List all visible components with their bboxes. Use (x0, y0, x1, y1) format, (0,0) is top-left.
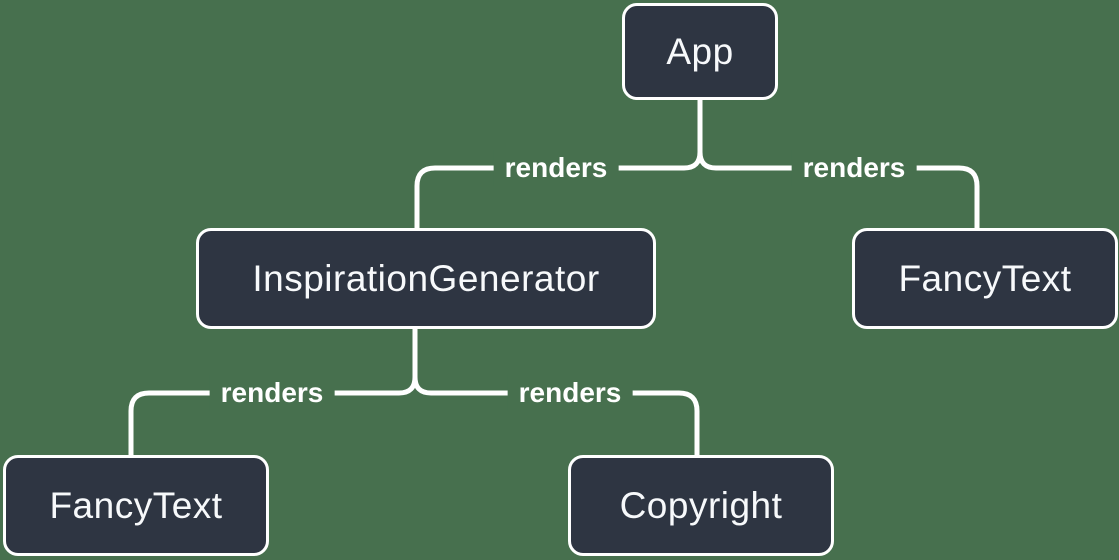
node-app: App (622, 3, 778, 100)
edge-label-app-renders-inspiration-generator: renders (493, 150, 619, 186)
edge-label-inspiration-generator-renders-fancy-text: renders (209, 375, 335, 411)
node-fancy-text-top: FancyText (852, 228, 1118, 329)
node-app-label: App (666, 30, 734, 72)
node-inspiration-generator-label: InspirationGenerator (252, 257, 600, 299)
node-copyright: Copyright (568, 455, 834, 556)
edge-label-inspiration-generator-renders-copyright: renders (507, 375, 633, 411)
node-copyright-label: Copyright (619, 484, 783, 526)
node-fancy-text-bottom: FancyText (3, 455, 269, 556)
edge-label-app-renders-fancy-text: renders (791, 150, 917, 186)
node-fancy-text-bottom-label: FancyText (49, 484, 223, 526)
node-fancy-text-top-label: FancyText (898, 257, 1072, 299)
node-inspiration-generator: InspirationGenerator (196, 228, 656, 329)
